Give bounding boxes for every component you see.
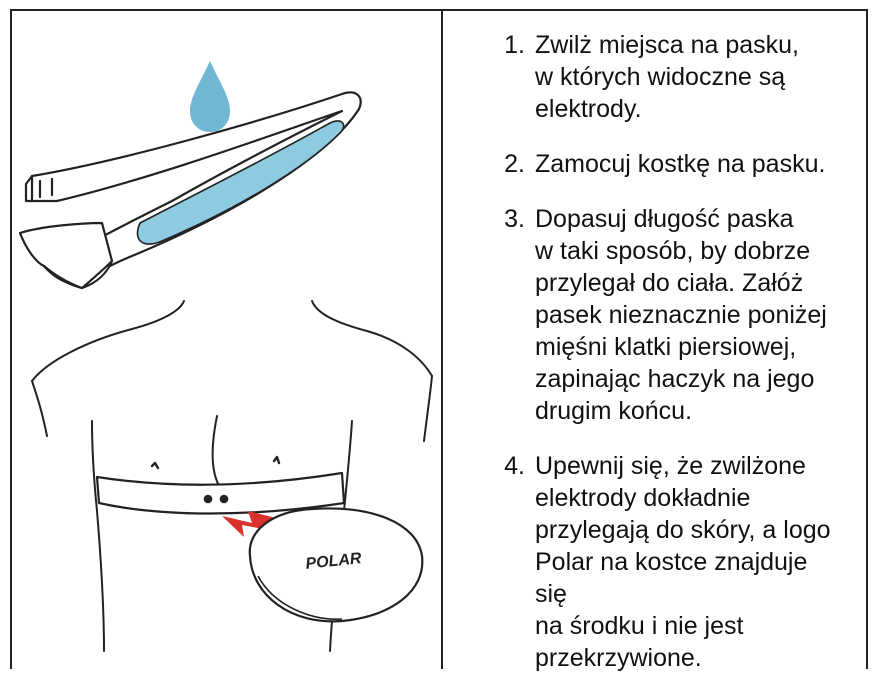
step-line: Polar na kostce znajduje się — [535, 548, 807, 608]
illustration-cell: POLAR — [12, 11, 441, 662]
step-line: drugim końcu. — [535, 397, 692, 425]
step-line: zapinając haczyk na jego — [535, 365, 814, 393]
step-line: mięśni klatki piersiowej, — [535, 333, 796, 361]
step-item: 4. Upewnij się, że zwilżone elektrody do… — [443, 450, 866, 674]
step-text: Dopasuj długość paska w taki sposób, by … — [535, 203, 835, 427]
step-item: 2. Zamocuj kostkę na pasku. — [443, 148, 866, 180]
instructions-cell: 1. Zwilż miejsca na pasku, w których wid… — [443, 11, 866, 662]
step-line: Zwilż miejsca na pasku, — [535, 31, 799, 59]
step-line: Zamocuj kostkę na pasku. — [535, 150, 825, 178]
step-text: Zamocuj kostkę na pasku. — [535, 148, 835, 180]
step-line: przylegał do ciała. Załóż — [535, 269, 803, 297]
instruction-steps: 1. Zwilż miejsca na pasku, w których wid… — [443, 29, 866, 697]
chest-strap — [20, 92, 361, 288]
step-item: 3. Dopasuj długość paska w taki sposób, … — [443, 203, 866, 427]
step-line: pasek nieznacznie poniżej — [535, 301, 827, 329]
step-text: Zwilż miejsca na pasku, w których widocz… — [535, 29, 835, 125]
step-number: 4. — [443, 450, 535, 674]
step-number: 3. — [443, 203, 535, 427]
step-number: 1. — [443, 29, 535, 125]
step-text: Upewnij się, że zwilżone elektrody dokła… — [535, 450, 835, 674]
worn-strap — [97, 473, 344, 514]
step-line: w taki sposób, by dobrze — [535, 237, 810, 265]
step-line: przekrzywione. — [535, 644, 702, 672]
step-number: 2. — [443, 148, 535, 180]
step-line: na środku i nie jest — [535, 612, 743, 640]
polar-connector-module: POLAR — [250, 508, 423, 621]
strap-illustration: POLAR — [12, 11, 441, 662]
step-line: Dopasuj długość paska — [535, 205, 794, 233]
step-line: elektrody. — [535, 95, 642, 123]
water-drop-icon — [190, 61, 230, 132]
step-line: w których widoczne są — [535, 63, 785, 91]
step-line: elektrody dokładnie — [535, 484, 750, 512]
step-line: Upewnij się, że zwilżone — [535, 452, 806, 480]
step-line: przylegają do skóry, a logo — [535, 516, 831, 544]
step-item: 1. Zwilż miejsca na pasku, w których wid… — [443, 29, 866, 125]
